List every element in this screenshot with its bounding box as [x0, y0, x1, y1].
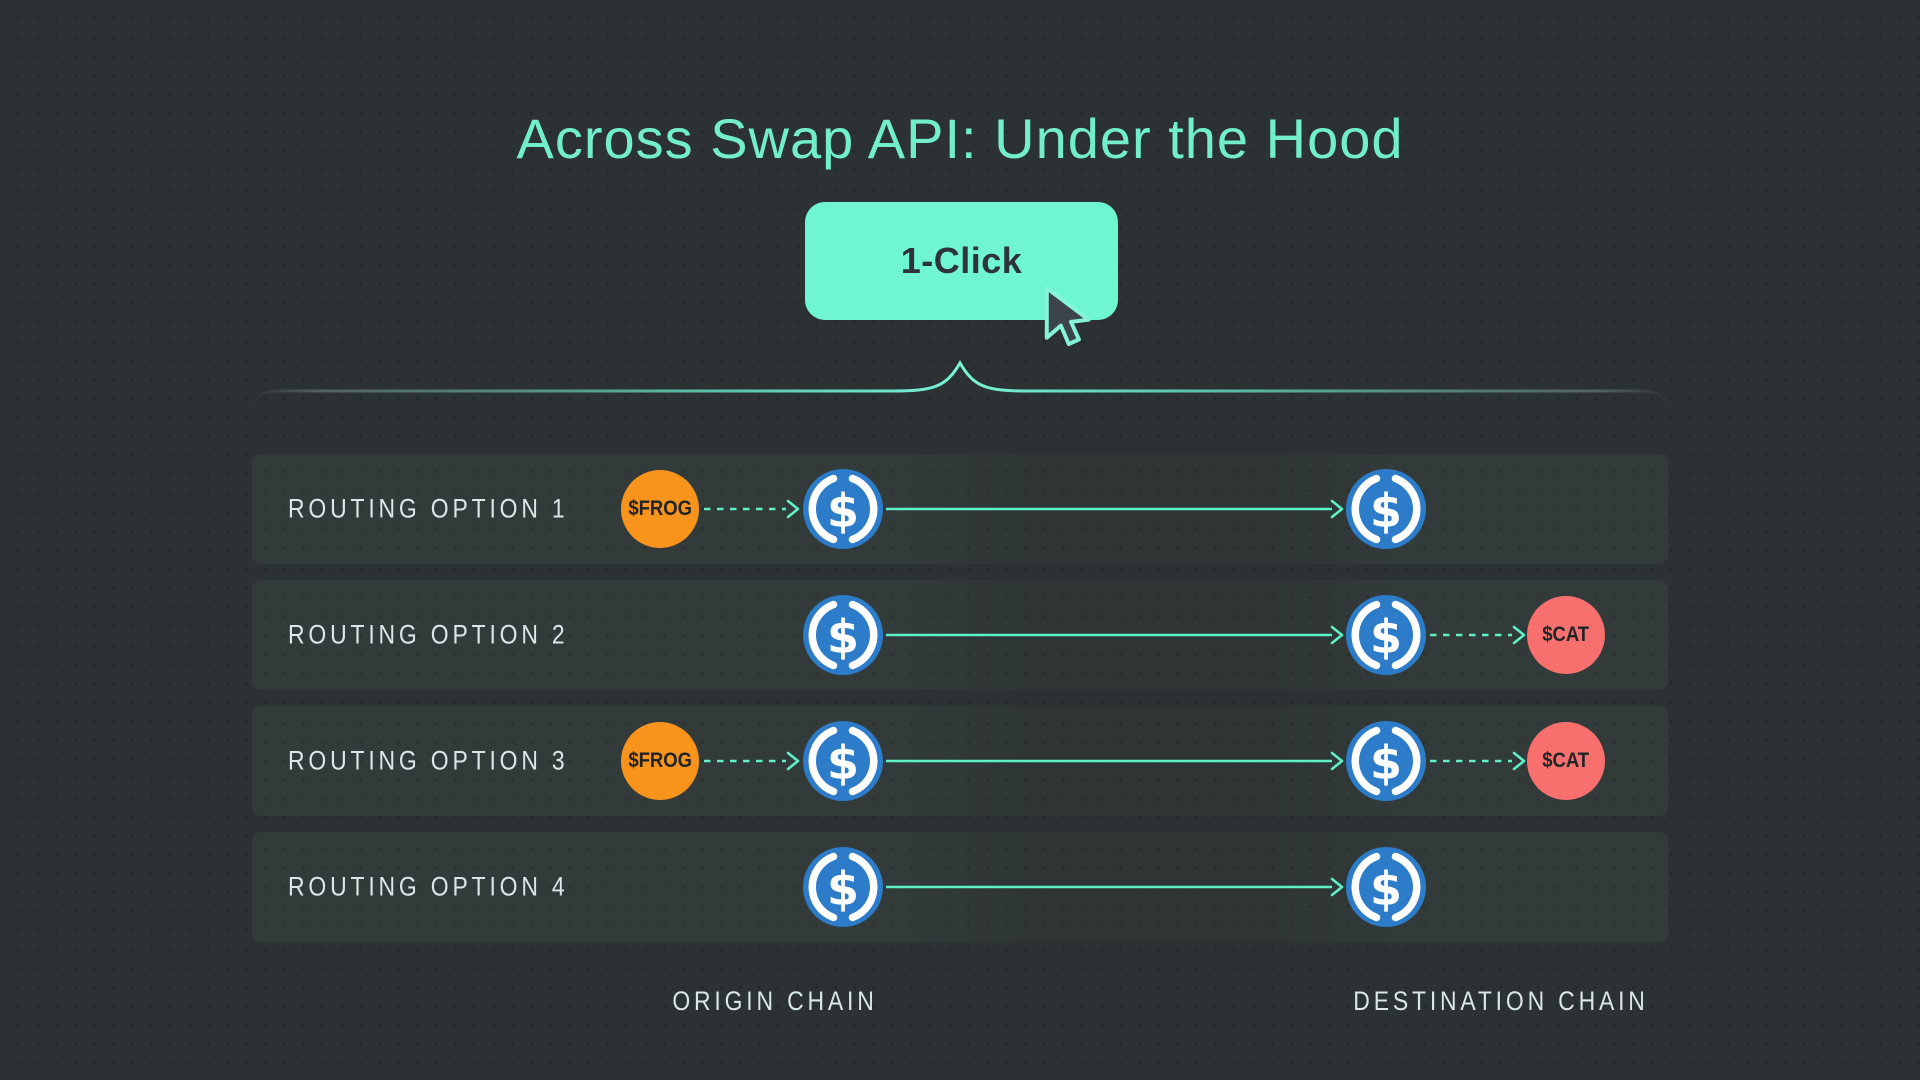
destination-chain-label: DESTINATION CHAIN: [1353, 986, 1649, 1016]
cat-token-badge: $CAT: [1527, 722, 1605, 800]
one-click-button[interactable]: 1-Click: [805, 202, 1118, 320]
routing-option-row: ROUTING OPTION 1 $FROG: [252, 454, 1668, 564]
frog-token-label: $FROG: [628, 497, 692, 520]
usdc-icon: [1346, 721, 1426, 801]
routing-option-label: ROUTING OPTION 3: [288, 745, 569, 776]
origin-swap-arrow: [702, 499, 800, 519]
usdc-icon: [803, 469, 883, 549]
routing-option-label: ROUTING OPTION 1: [288, 493, 569, 524]
routing-option-row: ROUTING OPTION 3 $FROG $CAT: [252, 706, 1668, 816]
frog-token-badge: $FROG: [621, 722, 699, 800]
origin-swap-arrow: [702, 751, 800, 771]
usdc-icon: [1346, 595, 1426, 675]
frog-token-label: $FROG: [628, 749, 692, 772]
bridge-arrow: [886, 499, 1344, 519]
cat-token-badge: $CAT: [1527, 596, 1605, 674]
one-click-button-label: 1-Click: [900, 240, 1023, 281]
origin-chain-label: ORIGIN CHAIN: [672, 986, 878, 1016]
page-title: Across Swap API: Under the Hood: [516, 106, 1404, 170]
bridge-arrow: [886, 625, 1344, 645]
usdc-icon: [803, 721, 883, 801]
cursor-pointer-icon: [1044, 286, 1091, 347]
curly-brace: [251, 360, 1669, 427]
frog-token-badge: $FROG: [621, 470, 699, 548]
routing-option-label: ROUTING OPTION 4: [288, 871, 569, 902]
destination-swap-arrow: [1428, 751, 1526, 771]
bridge-arrow: [886, 877, 1344, 897]
routing-option-label: ROUTING OPTION 2: [288, 619, 569, 650]
cat-token-label: $CAT: [1542, 623, 1590, 646]
usdc-icon: [803, 847, 883, 927]
destination-swap-arrow: [1428, 625, 1526, 645]
cat-token-label: $CAT: [1542, 749, 1590, 772]
routing-option-row: ROUTING OPTION 2 $CAT: [252, 580, 1668, 690]
routing-option-row: ROUTING OPTION 4: [252, 832, 1668, 942]
usdc-icon: [1346, 469, 1426, 549]
usdc-icon: [1346, 847, 1426, 927]
bridge-arrow: [886, 751, 1344, 771]
usdc-icon: [803, 595, 883, 675]
